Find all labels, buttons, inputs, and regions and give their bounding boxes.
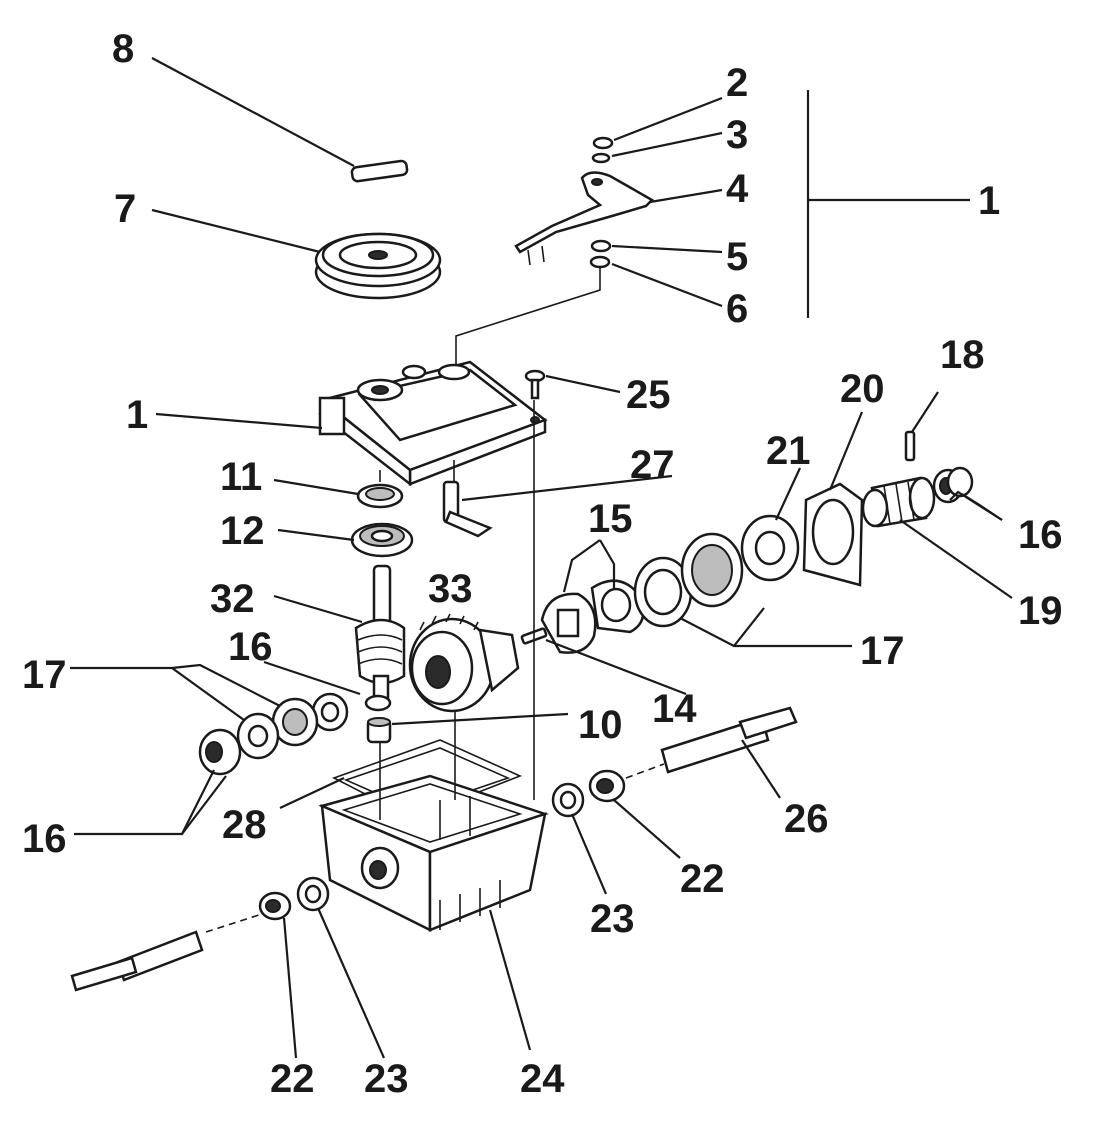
part-23-bushing-right	[551, 782, 585, 818]
label-23-right: 23	[590, 897, 635, 941]
part-3-washer	[591, 152, 611, 164]
part-20-gasket	[802, 482, 864, 587]
part-15-plates	[540, 579, 645, 654]
label-15: 15	[588, 497, 633, 541]
part-27-shift-fork	[442, 480, 493, 538]
label-12: 12	[220, 509, 265, 553]
part-17-bearing-right	[633, 532, 744, 628]
label-4: 4	[726, 167, 749, 211]
label-17-right: 17	[860, 629, 905, 673]
label-7: 7	[114, 187, 136, 231]
label-16-mid: 16	[228, 625, 273, 669]
part-12-bearing	[350, 522, 414, 558]
label-17-left: 17	[22, 653, 67, 697]
label-1-cover: 1	[126, 393, 148, 437]
part-2-washer	[592, 136, 614, 150]
label-6: 6	[726, 287, 748, 331]
label-8: 8	[112, 27, 134, 71]
label-2: 2	[726, 61, 748, 105]
label-21: 21	[766, 429, 811, 473]
part-5-washer	[590, 239, 612, 253]
label-18: 18	[940, 333, 985, 377]
part-22-seal-right	[588, 769, 626, 803]
label-19: 19	[1018, 589, 1063, 633]
part-17-bearing-left	[236, 697, 319, 760]
label-25: 25	[626, 373, 671, 417]
label-1-assembly: 1	[978, 179, 1000, 223]
part-33-worm-gear	[408, 613, 520, 713]
label-16-right: 16	[1018, 513, 1063, 557]
label-22-right: 22	[680, 857, 725, 901]
part-25-screw	[524, 369, 546, 400]
part-22-seal-bottom	[258, 891, 292, 921]
part-16-washer-mid	[311, 692, 392, 732]
part-labels: 8 2 3 4 1 5 6 7 18 20 25 1 21 27 11 15 1…	[22, 27, 1063, 1101]
part-32-worm-shaft	[354, 564, 406, 700]
label-28: 28	[222, 803, 267, 847]
part-23-bushing-bottom	[296, 876, 330, 912]
alignment-lines	[379, 268, 601, 820]
part-4-lever	[514, 171, 655, 266]
label-22-bottom: 22	[270, 1057, 315, 1101]
label-11: 11	[220, 455, 262, 499]
label-10: 10	[578, 703, 623, 747]
part-7-pulley	[314, 232, 442, 300]
label-5: 5	[726, 235, 748, 279]
label-26: 26	[784, 797, 829, 841]
part-10-collar	[366, 717, 392, 744]
part-21-washer	[740, 514, 800, 582]
label-27: 27	[630, 443, 675, 487]
axle-left	[70, 913, 263, 992]
label-14: 14	[652, 687, 697, 731]
leader-lines	[70, 57, 1013, 1059]
part-19-bushing	[861, 476, 936, 528]
part-18-pin	[904, 430, 916, 462]
part-8-pin	[350, 159, 409, 183]
label-32: 32	[210, 577, 255, 621]
part-24-housing	[318, 774, 549, 933]
label-33: 33	[428, 567, 473, 611]
part-11-bearing	[356, 483, 404, 509]
label-23-bottom: 23	[364, 1057, 409, 1101]
part-6-washer	[589, 255, 611, 269]
part-26-axle-right	[625, 706, 798, 779]
label-16-left: 16	[22, 817, 67, 861]
part-1-top-cover	[318, 360, 548, 487]
part-16-seal-left	[198, 728, 242, 776]
label-24: 24	[520, 1057, 565, 1101]
label-3: 3	[726, 113, 748, 157]
label-20: 20	[840, 367, 885, 411]
